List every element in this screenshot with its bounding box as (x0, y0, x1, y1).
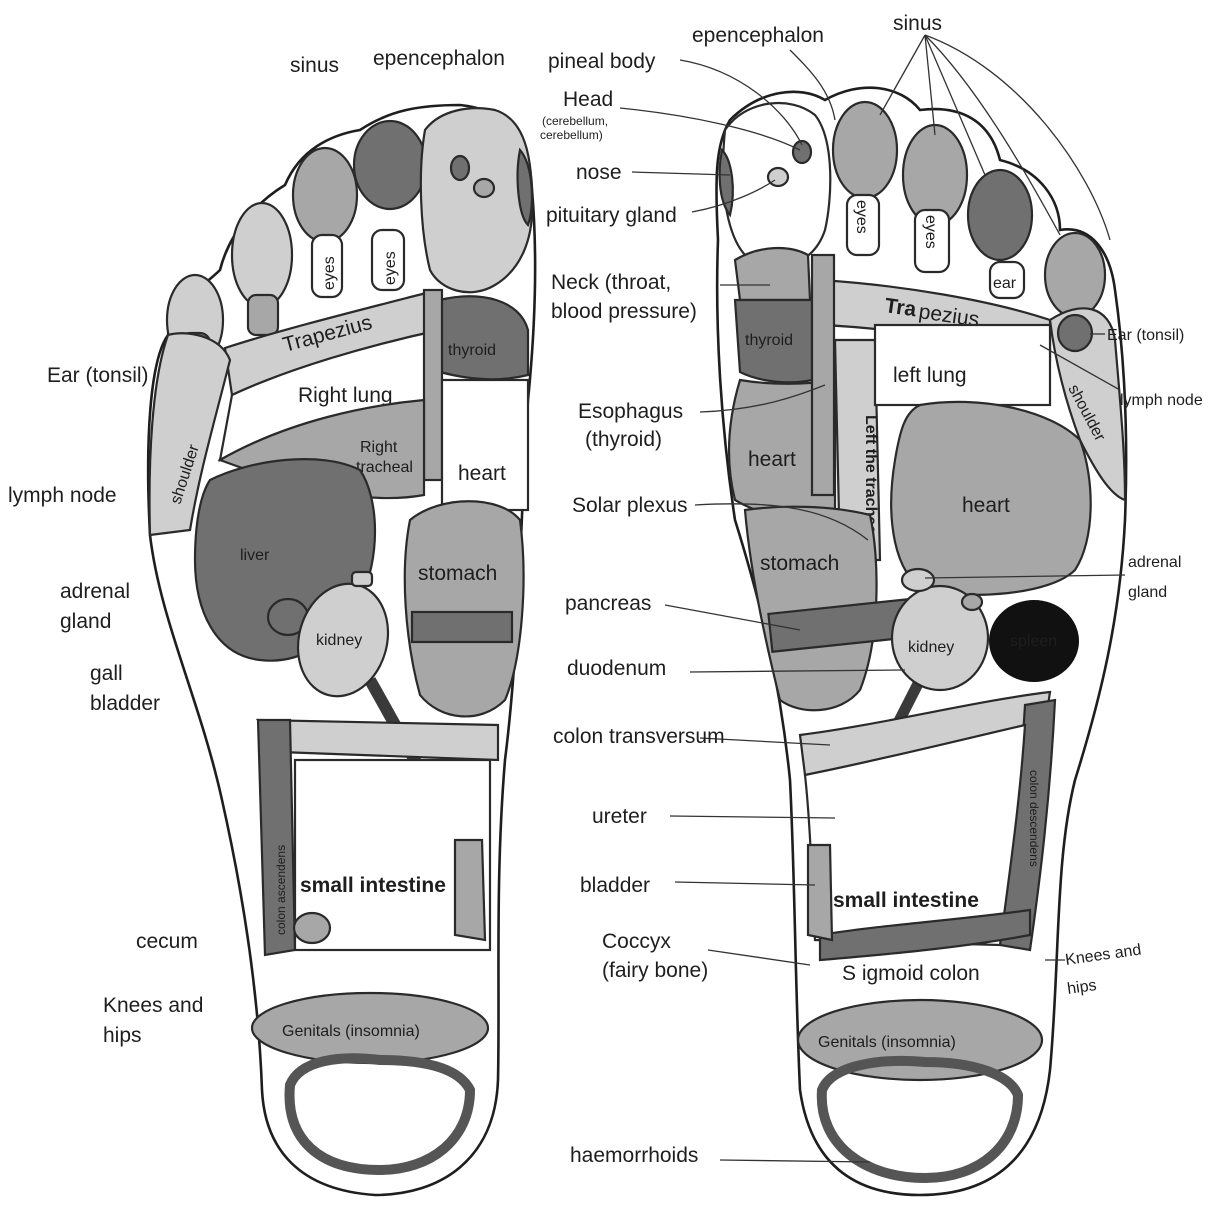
label-cecum: cecum (136, 930, 198, 953)
left-pineal-dot (451, 156, 469, 180)
leader-nose (632, 172, 730, 175)
label-lymph-node-right: lymph node (1120, 392, 1203, 409)
right-trapezius-label-1: Tra (883, 294, 918, 321)
right-adrenal-dot-2 (962, 594, 982, 610)
right-toe-4 (968, 170, 1032, 260)
left-colon-ascendens-label: colon ascendens (274, 845, 288, 935)
left-eyes-1-label: eyes (321, 256, 338, 290)
label-duodenum: duodenum (567, 657, 666, 680)
right-ear-tonsil-dot (1058, 315, 1092, 351)
label-coccyx-2: (fairy bone) (602, 959, 708, 982)
right-spleen-label: spleen (1010, 633, 1057, 650)
left-genitals-label: Genitals (insomnia) (282, 1023, 420, 1040)
label-pituitary-gland: pituitary gland (546, 204, 677, 227)
label-knees-left-2: hips (103, 1024, 142, 1047)
left-stomach-label: stomach (418, 562, 497, 585)
left-toe-4 (232, 203, 292, 307)
left-toe-3 (293, 148, 357, 242)
label-knees-left-1: Knees and (103, 994, 203, 1017)
label-ureter: ureter (592, 805, 647, 828)
label-esophagus-2: (thyroid) (585, 428, 662, 451)
right-stomach-label: stomach (760, 552, 839, 575)
label-adrenal-right-2: gland (1128, 584, 1167, 601)
label-adrenal-right-1: adrenal (1128, 554, 1181, 571)
left-right-tracheal-label-2: tracheal (356, 459, 413, 476)
right-small-intestine-label: small intestine (833, 889, 979, 912)
right-toe-5 (1045, 233, 1105, 317)
label-head-sub-2: cerebellum) (540, 128, 603, 142)
right-toe-2 (833, 102, 897, 198)
right-adrenal-dot (902, 569, 934, 591)
label-ear-tonsil-right: Ear (tonsil) (1107, 327, 1184, 344)
label-nose: nose (576, 161, 622, 184)
right-eyes-2-label: eyes (922, 215, 939, 249)
right-thyroid-label: thyroid (745, 332, 793, 349)
left-bladder-zone (455, 840, 485, 940)
left-pituitary-dot (474, 179, 494, 197)
label-gall-2: bladder (90, 692, 160, 715)
label-pineal-body: pineal body (548, 50, 656, 73)
right-foot: eyes eyes ear Tra pezius shoulder thyroi… (716, 88, 1126, 1195)
label-esophagus-1: Esophagus (578, 400, 683, 423)
right-kidney-label: kidney (908, 639, 954, 656)
label-colon-transversum: colon transversum (553, 725, 725, 748)
label-gall-1: gall (90, 662, 123, 685)
label-neck-2: blood pressure) (551, 300, 697, 323)
right-left-lung-label: left lung (893, 364, 967, 387)
label-lymph-node-left: lymph node (8, 484, 117, 507)
left-thyroid-label: thyroid (448, 342, 496, 359)
label-haemorrhoids: haemorrhoids (570, 1144, 698, 1167)
left-thyroid (440, 296, 528, 379)
label-adrenal-left-1: adrenal (60, 580, 130, 603)
label-solar-plexus: Solar plexus (572, 494, 688, 517)
left-heart-zone (442, 380, 528, 510)
label-neck-1: Neck (throat, (551, 271, 671, 294)
left-eyes-2-label: eyes (382, 251, 399, 285)
label-sinus-left: sinus (290, 54, 339, 77)
right-sigmoid-label: S igmoid colon (842, 962, 980, 985)
left-cecum-dot (294, 913, 330, 943)
label-knees-right-2: hips (1066, 977, 1097, 998)
label-epencephalon-right: epencephalon (692, 24, 824, 47)
right-colon-descendens-label: colon descendens (1027, 770, 1041, 867)
left-liver-label: liver (240, 547, 270, 564)
label-ear-tonsil-left: Ear (tonsil) (47, 364, 149, 387)
label-bladder: bladder (580, 874, 650, 897)
left-duodenum-band (412, 612, 512, 642)
label-epencephalon-left: epencephalon (373, 47, 505, 70)
left-stomach (405, 501, 524, 716)
left-foot: eyes eyes Trapezius shoulder Right lung … (148, 105, 535, 1195)
left-toe-2 (354, 121, 426, 209)
label-sinus-right: sinus (893, 12, 942, 35)
left-right-tracheal-label-1: Right (360, 439, 398, 456)
left-small-intestine-label: small intestine (300, 874, 446, 897)
right-heart-small-label: heart (748, 448, 796, 471)
label-pancreas: pancreas (565, 592, 651, 615)
left-adrenal-dot (352, 572, 372, 586)
left-kidney-label: kidney (316, 632, 362, 649)
right-bladder-zone (808, 845, 832, 940)
label-coccyx-1: Coccyx (602, 930, 671, 953)
right-neck-zone (735, 248, 810, 300)
label-head: Head (563, 88, 613, 111)
right-eyes-1-label: eyes (853, 200, 870, 234)
label-knees-right-1: Knees and (1064, 941, 1142, 968)
left-big-toe (421, 108, 532, 292)
left-heart-label: heart (458, 462, 506, 485)
label-head-sub-1: (cerebellum, (542, 114, 608, 128)
right-heart-large-label: heart (962, 494, 1010, 517)
right-esophagus-strip (812, 255, 834, 495)
right-ear-label: ear (993, 275, 1017, 292)
left-right-lung-label: Right lung (298, 384, 393, 407)
label-adrenal-left-2: gland (60, 610, 111, 633)
left-esophagus-strip (424, 290, 442, 480)
left-ear-box (248, 295, 278, 335)
right-genitals-label: Genitals (insomnia) (818, 1034, 956, 1051)
